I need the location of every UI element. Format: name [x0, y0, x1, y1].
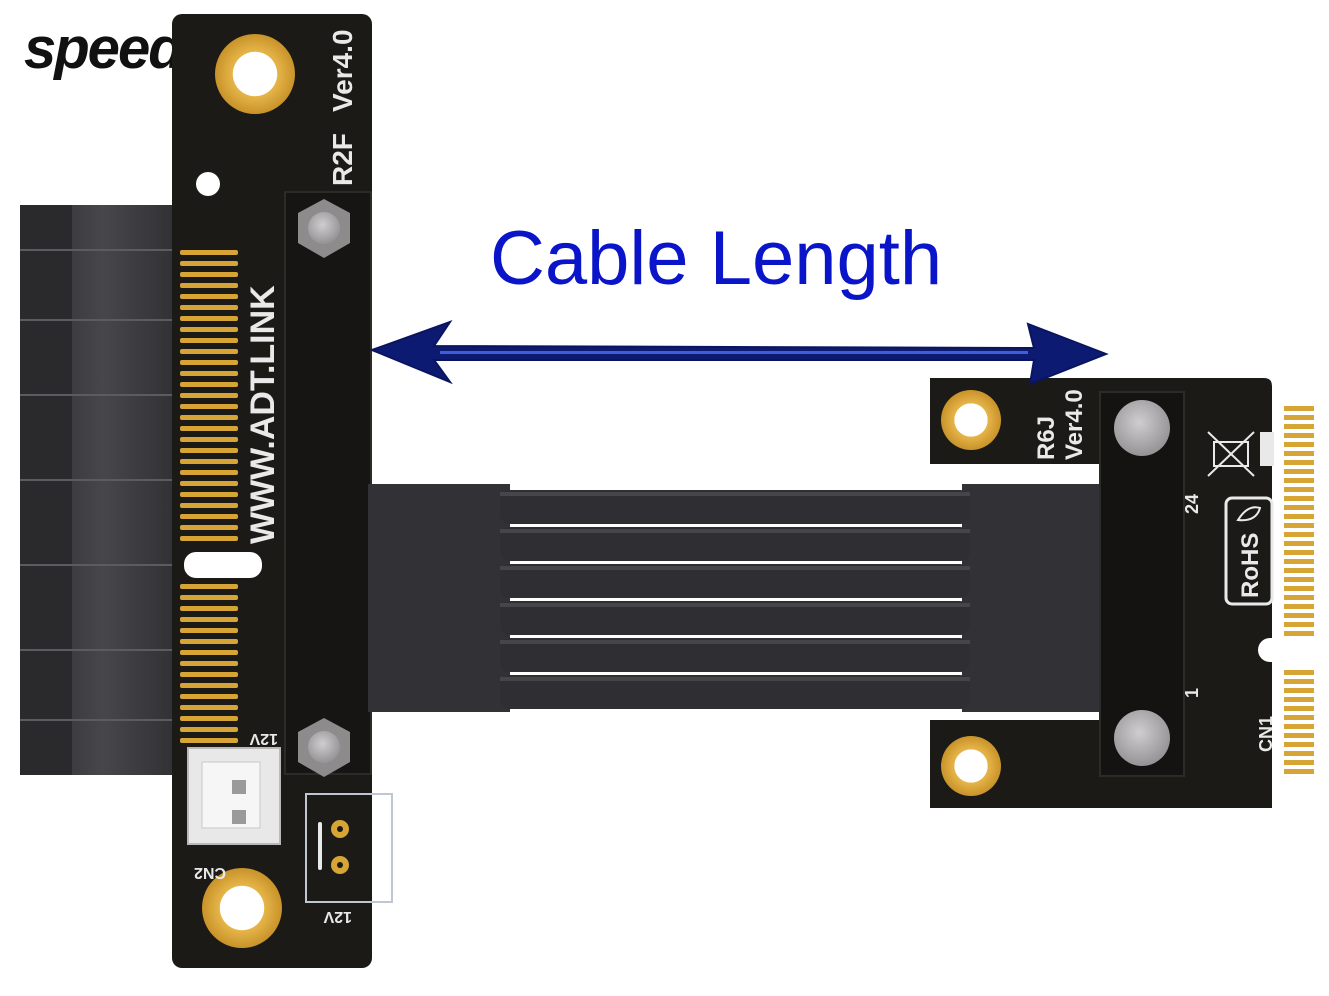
mount-hole	[941, 736, 1001, 796]
screw-icon	[298, 199, 350, 258]
screw-icon	[1114, 400, 1170, 456]
connector-label-cn1: CN1	[1256, 716, 1276, 752]
pcie-slot	[20, 205, 186, 775]
power-connector	[187, 747, 281, 845]
board-url-label: WWW.ADT.LINK	[244, 285, 282, 544]
gold-contacts	[180, 250, 238, 541]
connector-label-cn2: CN2	[194, 864, 226, 881]
m2-model-label: R6J	[1033, 416, 1060, 460]
power-pads	[305, 793, 393, 903]
mount-hole	[215, 34, 295, 114]
screw-icon	[298, 718, 350, 777]
pin-label-24: 24	[1182, 494, 1202, 514]
m2-version-label: Ver4.0	[1061, 389, 1088, 460]
right-m2-board: R6J Ver4.0 24 1 CN1 RoHS	[930, 378, 1314, 808]
double-arrow-icon	[369, 320, 1109, 386]
power-label-top: 12V	[249, 730, 278, 747]
cable-length-title: Cable Length	[490, 216, 942, 301]
left-riser-board: WWW.ADT.LINK R2F Ver4.0 12V CN2 12V	[172, 14, 393, 968]
mount-hole	[941, 390, 1001, 450]
gold-contacts	[180, 584, 238, 743]
pin-label-1: 1	[1182, 688, 1202, 698]
power-label-bottom: 12V	[323, 908, 352, 925]
leaf-icon	[1236, 506, 1262, 522]
board-model-label: R2F	[327, 133, 358, 186]
rohs-label: RoHS	[1237, 533, 1264, 598]
board-version-label: Ver4.0	[327, 29, 358, 112]
rohs-badge: RoHS	[1224, 496, 1274, 606]
crossed-bin-icon	[1207, 431, 1255, 477]
screw-icon	[1114, 710, 1170, 766]
mount-hole	[202, 868, 282, 948]
ribbon-cable	[368, 484, 1104, 712]
m2-edge-contacts	[1284, 406, 1314, 774]
